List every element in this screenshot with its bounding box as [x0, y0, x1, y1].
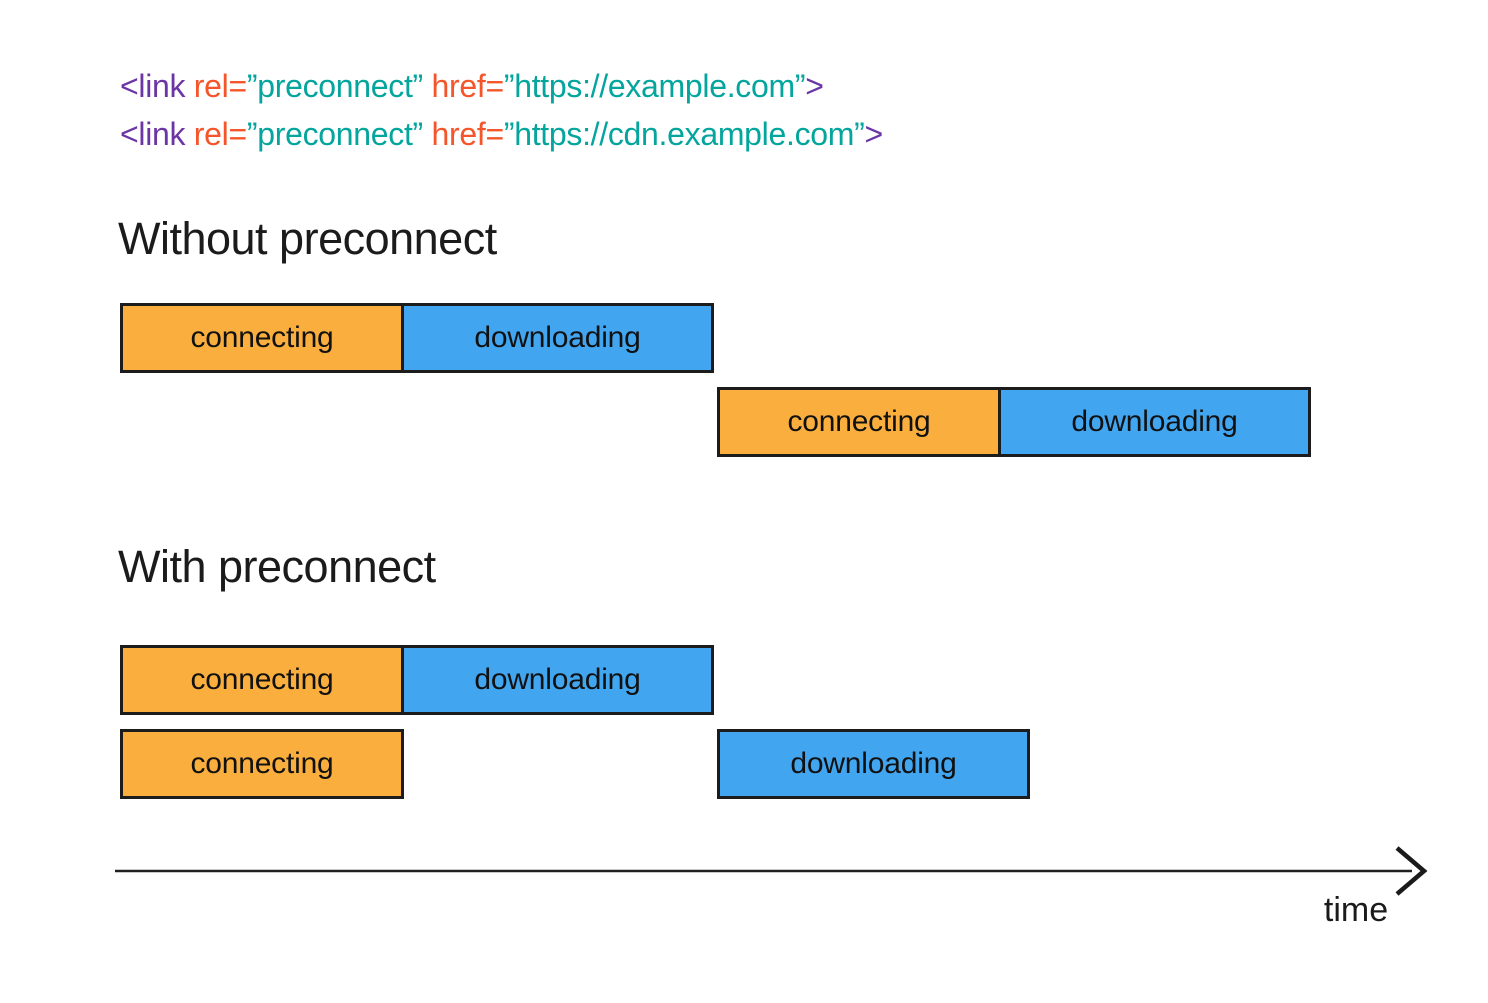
bar-downloading: downloading: [401, 645, 714, 715]
section-title-without-preconnect: Without preconnect: [118, 213, 497, 264]
bar-connecting: connecting: [717, 387, 1001, 457]
code-token-href-attr: href=: [431, 68, 505, 104]
bar-connecting: connecting: [120, 729, 404, 799]
arrow-right-icon: [1395, 846, 1428, 896]
code-line-1: <link rel=”preconnect” href=”https://exa…: [120, 62, 883, 110]
bar-label: downloading: [1071, 405, 1238, 438]
time-axis: [115, 846, 1428, 896]
code-token-rel-attr: rel=: [193, 116, 247, 152]
code-token-rel-value: ”preconnect”: [246, 116, 432, 152]
bar-label: downloading: [474, 663, 641, 696]
timeline-row-with-1: connecting downloading: [120, 645, 714, 715]
code-token-rel-value: ”preconnect”: [246, 68, 432, 104]
code-token-href-value: ”https://cdn.example.com”: [503, 116, 865, 152]
bar-label: connecting: [190, 663, 334, 696]
code-token-tag-open: <link: [120, 116, 194, 152]
bar-label: connecting: [190, 747, 334, 780]
code-token-rel-attr: rel=: [193, 68, 247, 104]
bar-downloading: downloading: [717, 729, 1030, 799]
section-title-with-preconnect: With preconnect: [118, 541, 436, 592]
timeline-row-with-2-connecting: connecting: [120, 729, 404, 799]
timeline-row-without-1: connecting downloading: [120, 303, 714, 373]
code-token-href-value: ”https://example.com”: [503, 68, 806, 104]
timeline-row-without-2: connecting downloading: [717, 387, 1311, 457]
bar-connecting: connecting: [120, 303, 404, 373]
bar-label: connecting: [190, 321, 334, 354]
code-line-2: <link rel=”preconnect” href=”https://cdn…: [120, 110, 883, 158]
bar-label: downloading: [790, 747, 957, 780]
bar-label: downloading: [474, 321, 641, 354]
bar-connecting: connecting: [120, 645, 404, 715]
code-token-href-attr: href=: [431, 116, 505, 152]
code-snippet: <link rel=”preconnect” href=”https://exa…: [120, 62, 883, 158]
bar-label: connecting: [787, 405, 931, 438]
timeline-row-with-2-downloading: downloading: [717, 729, 1030, 799]
code-token-tag-open: <link: [120, 68, 194, 104]
bar-downloading: downloading: [401, 303, 714, 373]
code-token-tag-close: >: [805, 68, 824, 104]
bar-downloading: downloading: [998, 387, 1311, 457]
code-token-tag-close: >: [864, 116, 884, 152]
time-axis-label: time: [1323, 891, 1389, 929]
